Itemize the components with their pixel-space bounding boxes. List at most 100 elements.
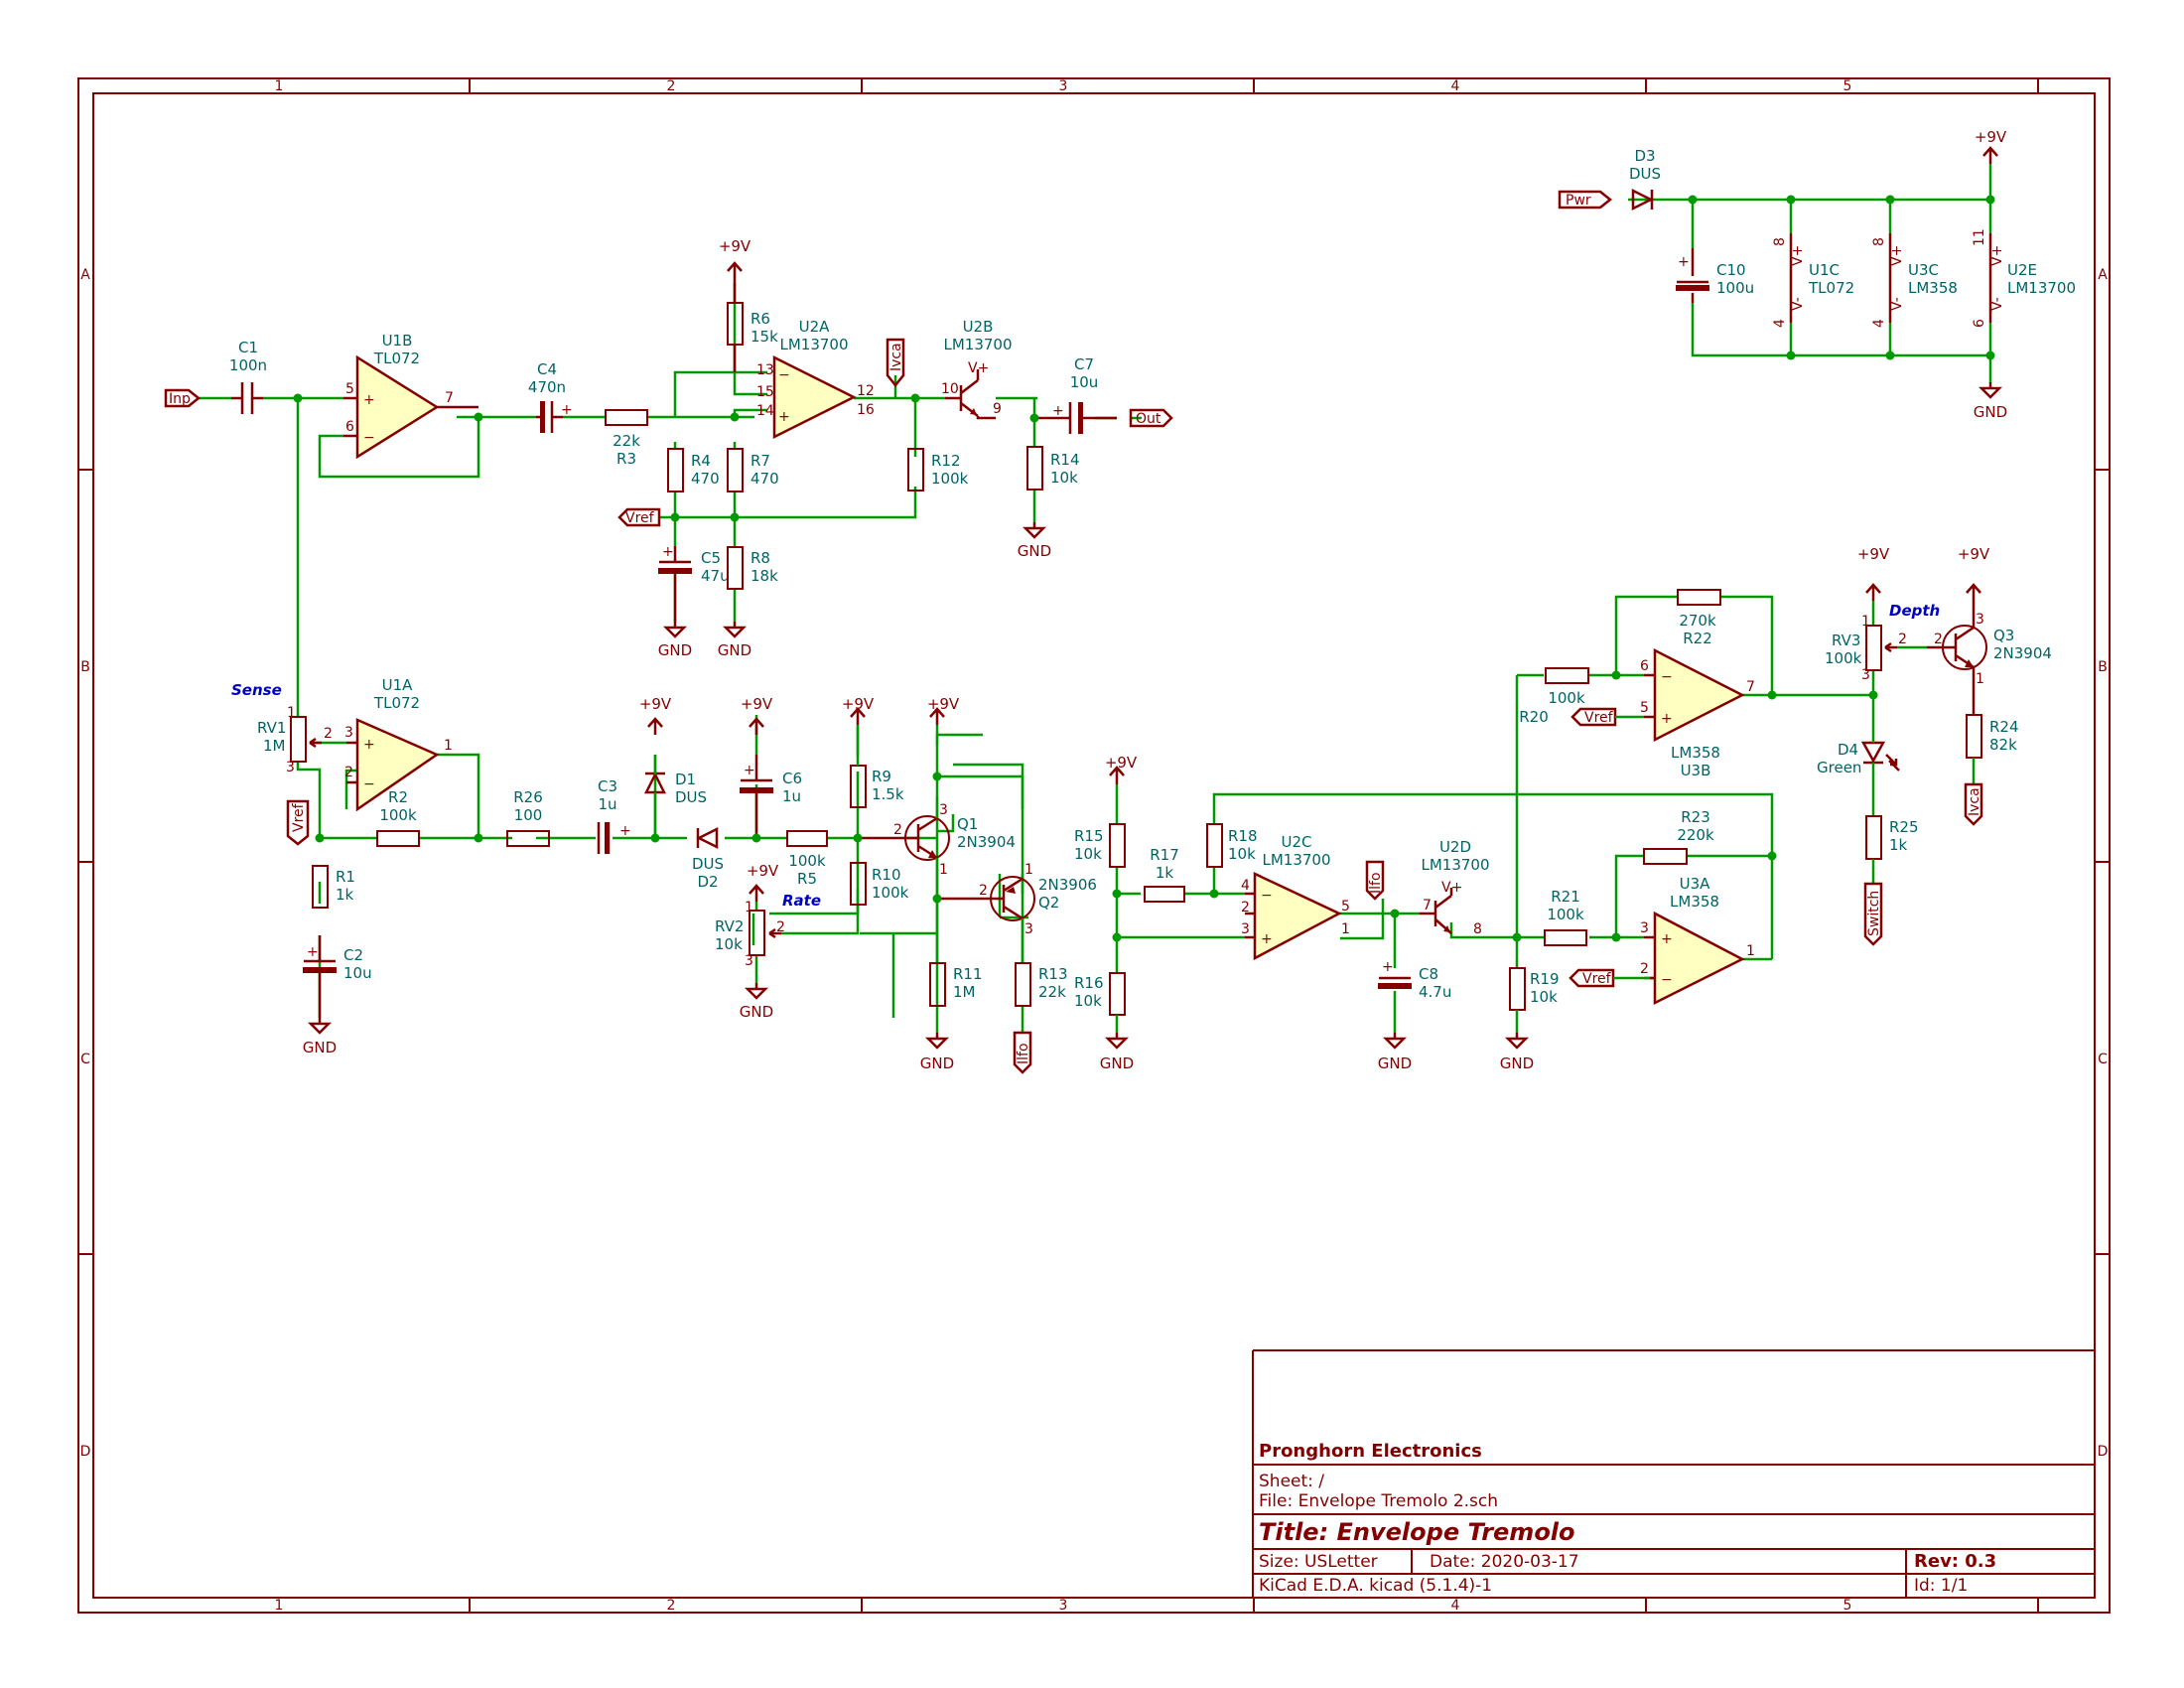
svg-text:V+: V+	[1889, 245, 1905, 266]
plus9v-power-q1: +9V	[927, 695, 960, 725]
file-name: File: Envelope Tremolo 2.sch	[1259, 1491, 1498, 1511]
c8-ref: C8	[1419, 965, 1438, 983]
svg-text:3: 3	[745, 953, 753, 969]
row-label-d-right: D	[2098, 1444, 2109, 1460]
revision: Rev: 0.3	[1914, 1551, 1996, 1572]
q3-value: 2N3904	[1993, 644, 2052, 662]
title-block: Pronghorn Electronics Sheet: / File: Env…	[1252, 1349, 2095, 1598]
resistor-r14: R14 10k	[1026, 446, 1080, 491]
plus9v-power-top-right: +9V	[1975, 128, 2007, 164]
r22-value: 270k	[1679, 612, 1716, 630]
svg-text:8: 8	[1473, 921, 1482, 937]
u1b-value: TL072	[373, 350, 420, 367]
plus9v-power-r9: +9V	[842, 695, 875, 725]
column-label-5-bottom: 5	[1843, 1598, 1852, 1614]
power-supply-section: Pwr D3 DUS + C10 100u 8 V+ V- 4 U1C TL07…	[1558, 128, 2076, 421]
svg-text:GND: GND	[920, 1055, 954, 1072]
column-label-1: 1	[275, 78, 284, 94]
svg-text:+: +	[744, 763, 755, 778]
column-label-5: 5	[1843, 78, 1852, 94]
svg-text:−: −	[1661, 972, 1673, 988]
r23-value: 220k	[1677, 826, 1714, 844]
svg-text:15: 15	[756, 384, 774, 400]
svg-text:8: 8	[1772, 237, 1788, 246]
ivca-label-r24: Ivca	[1964, 782, 1983, 826]
resistor-r23: R23 220k	[1643, 808, 1714, 865]
buffer-u2b: V+ 10 9 U2B LM13700	[941, 318, 1013, 420]
r24-ref: R24	[1989, 718, 2019, 736]
svg-text:GND: GND	[1100, 1055, 1134, 1072]
svg-text:+9V: +9V	[639, 695, 672, 713]
svg-text:3: 3	[1024, 921, 1033, 937]
svg-text:GND: GND	[1500, 1055, 1534, 1072]
gnd-power-r16: GND	[1100, 1033, 1134, 1072]
u3c-ref: U3C	[1908, 261, 1939, 279]
transistor-q2: 2 1 3 2N3906 Q2	[937, 862, 1097, 937]
resistor-r20: 100k R20	[1519, 667, 1589, 726]
svg-text:+: +	[662, 544, 674, 560]
svg-text:14: 14	[756, 403, 774, 419]
gnd-power-r19: GND	[1500, 1033, 1534, 1072]
u2c-ref: U2C	[1282, 833, 1312, 851]
svg-text:+: +	[1261, 931, 1273, 947]
svg-text:+9V: +9V	[927, 695, 960, 713]
paper-size: Size: USLetter	[1259, 1552, 1378, 1572]
gnd-power-c2: GND	[303, 1018, 337, 1056]
svg-text:GND: GND	[303, 1039, 337, 1056]
svg-text:3: 3	[1640, 920, 1649, 936]
svg-text:+: +	[1382, 959, 1394, 975]
inp-label-text: Inp	[169, 391, 191, 407]
resistor-r1: R1 1k	[312, 865, 355, 909]
r1-ref: R1	[336, 868, 355, 886]
switch-label-text: Switch	[1866, 891, 1882, 936]
u2b-ref: U2B	[963, 318, 994, 336]
depth-note: Depth	[1889, 602, 1940, 620]
opamp-u1b: + − 5 6 7 U1B TL072	[343, 332, 478, 460]
r12-ref: R12	[931, 452, 961, 470]
ilfo-label-r13: Ilfo	[1013, 1031, 1032, 1074]
resistor-r10: R10 100k	[850, 862, 909, 906]
svg-text:3: 3	[1976, 612, 1984, 628]
plus9v-power-rv3: +9V	[1857, 545, 1890, 601]
border-column-labels: 1 2 3 4 5 1 2 3 4 5	[275, 78, 1852, 1614]
capacitor-c1: C1 100n	[229, 339, 267, 414]
lfo-shaper-section: +9V R15 10k R16 10k GND R17 1k R18 10k	[1074, 675, 1777, 1072]
d4-value: Green	[1817, 759, 1861, 776]
rv1-value: 1M	[263, 737, 286, 755]
svg-text:V+: V+	[1790, 245, 1806, 266]
r20-value: 100k	[1548, 689, 1585, 707]
vref-label-top: Vref	[617, 507, 661, 527]
vref-label-rv1: Vref	[286, 799, 310, 846]
svg-text:+: +	[363, 737, 375, 753]
c7-value: 10u	[1070, 373, 1099, 391]
rv2-value: 10k	[715, 935, 743, 953]
svg-text:1: 1	[745, 900, 753, 915]
svg-text:GND: GND	[1378, 1055, 1412, 1072]
svg-text:3: 3	[1861, 667, 1870, 683]
u2e-ref: U2E	[2007, 261, 2037, 279]
sheet-date: Date: 2020-03-17	[1430, 1552, 1579, 1572]
ivca-label-top-text: Ivca	[888, 343, 904, 371]
diode-d1: D1 DUS	[643, 755, 707, 838]
svg-text:7: 7	[445, 390, 454, 406]
svg-text:−: −	[363, 776, 375, 792]
svg-text:11: 11	[1972, 228, 1987, 246]
plus9v-power-c6: +9V	[741, 695, 773, 735]
svg-text:1: 1	[1861, 614, 1870, 630]
r8-ref: R8	[751, 549, 770, 567]
vref-label-u3a: Vref	[1569, 968, 1615, 988]
svg-text:V+: V+	[1989, 245, 2005, 266]
rv3-ref: RV3	[1832, 632, 1860, 649]
column-label-2: 2	[667, 78, 676, 94]
u2c-value: LM13700	[1262, 851, 1330, 869]
svg-text:+9V: +9V	[747, 862, 779, 880]
opamp-u1c-power: 8 V+ V- 4 U1C TL072	[1772, 233, 1854, 328]
svg-text:7: 7	[1746, 679, 1755, 695]
resistor-r12: R12 100k	[907, 448, 969, 492]
svg-text:8: 8	[1871, 237, 1887, 246]
d2-ref: D2	[697, 873, 718, 891]
depth-note-text: Depth	[1889, 602, 1940, 620]
r19-ref: R19	[1530, 970, 1560, 988]
opamp-u3c-power: 8 V+ V- 4 U3C LM358	[1871, 233, 1958, 328]
